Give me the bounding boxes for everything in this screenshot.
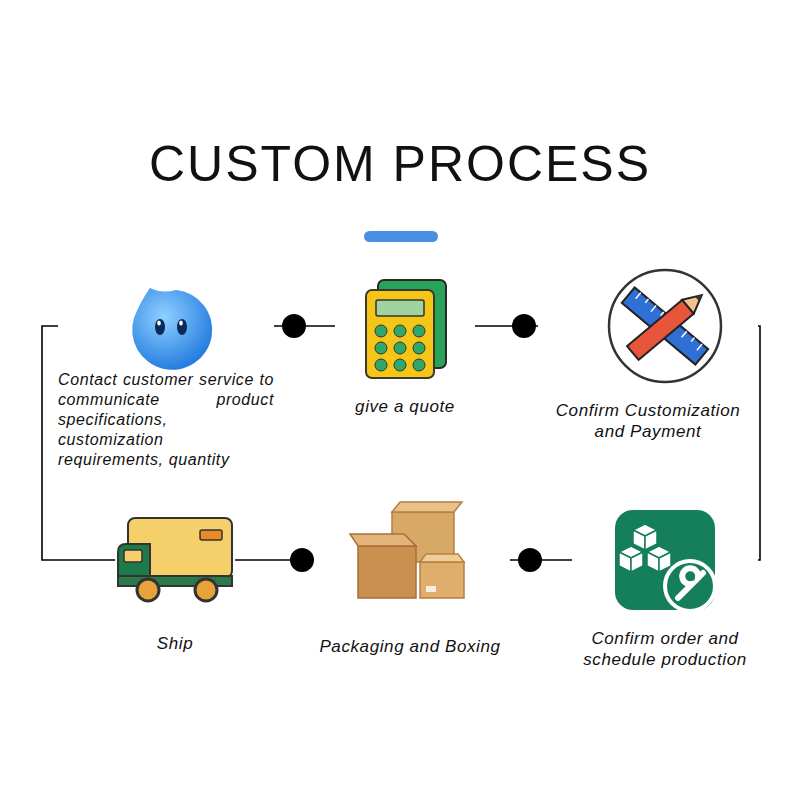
production-icon-part-part: [631, 552, 643, 572]
calculator-keys-part: [375, 342, 387, 354]
design-tools-icon-part: [609, 270, 721, 382]
chat-bubble-icon-part: [157, 321, 161, 326]
design-tools-icon-part-part-part: [645, 299, 648, 303]
truck-icon-part: [124, 550, 142, 562]
diagram-title: CUSTOM PROCESS: [0, 128, 800, 200]
connector-dot: [512, 314, 536, 338]
production-icon-part: [619, 524, 671, 572]
connector-dot: [290, 548, 314, 572]
boxes-icon-part: [420, 554, 464, 562]
title-bar: [364, 231, 438, 242]
process-step: Confirm order and schedule production: [572, 508, 758, 675]
flow-line: [758, 326, 760, 560]
calculator-keys-part: [413, 342, 425, 354]
step-label: Confirm Customization and Payment: [538, 400, 758, 443]
chat-bubble-icon-part: [132, 288, 212, 370]
boxes-icon-part: [350, 534, 416, 546]
design-tools-icon-part-part-part: [691, 338, 694, 342]
calculator-keys-part: [413, 325, 425, 337]
design-tools-icon-part-part-part: [682, 331, 687, 337]
process-step: give a quote: [335, 278, 475, 421]
truck-icon: [118, 518, 232, 601]
connector-dot: [282, 314, 306, 338]
connector-layer-part: [42, 326, 760, 560]
calculator-keys-part: [413, 359, 425, 371]
production-icon-part-part: [633, 530, 645, 550]
production-icon-part-part: [619, 552, 631, 572]
connector-dot: [518, 548, 542, 572]
production-icon-part-part: [645, 530, 657, 550]
process-step: Packaging and Boxing: [310, 510, 510, 661]
design-tools-icon-part-part: [622, 287, 708, 364]
boxes-icon: [350, 502, 464, 598]
boxes-icon-part: [426, 586, 436, 592]
step-label: give a quote: [335, 396, 475, 417]
chat-bubble-icon-part: [177, 319, 187, 335]
production-icon-part: [615, 510, 715, 610]
boxes-icon-part: [392, 502, 462, 512]
truck-icon-part: [200, 530, 222, 540]
connector-dots: [282, 314, 542, 572]
design-tools-icon-part-part-part: [697, 344, 702, 350]
process-step: Ship: [115, 515, 235, 658]
production-icon-part: [678, 568, 703, 598]
calculator-icon-part: [376, 300, 424, 316]
design-tools-icon-part: [627, 288, 708, 360]
truck-icon-part: [137, 579, 159, 601]
step-label: Contact customer service to communicate …: [58, 370, 274, 470]
process-step: Confirm Customization and Payment: [538, 270, 758, 447]
production-icon-part: [665, 561, 715, 611]
design-tools-icon-part: [622, 287, 708, 364]
truck-icon-part: [195, 579, 217, 601]
design-tools-icon: [609, 270, 721, 382]
production-icon-part-part: [647, 552, 659, 572]
calculator-keys-part: [375, 359, 387, 371]
design-tools-icon-part-part: [682, 288, 707, 313]
process-step: Contact customer service to communicate …: [58, 284, 274, 474]
design-tools-icon-part-part: [695, 293, 703, 301]
step-label: Packaging and Boxing: [310, 636, 510, 657]
calculator-icon: [366, 280, 446, 378]
calculator-keys-part: [394, 325, 406, 337]
step-label: Confirm order and schedule production: [572, 628, 758, 671]
calculator-keys: [375, 325, 425, 371]
design-tools-icon-part-part-part: [636, 293, 641, 299]
design-tools-icon-part-part-part: [651, 305, 656, 311]
boxes-icon-part: [358, 546, 416, 598]
calculator-keys-part: [394, 359, 406, 371]
calculator-icon-part: [366, 290, 434, 378]
chat-bubble-icon-part: [155, 319, 165, 335]
step-label: Ship: [115, 633, 235, 654]
calculator-keys-part: [375, 325, 387, 337]
production-icon: [615, 510, 715, 611]
boxes-icon-part: [420, 562, 464, 598]
design-tools-icon-part-part: [627, 300, 694, 360]
chat-bubble-icon: [132, 288, 212, 370]
chat-bubble-icon-part: [179, 321, 183, 326]
calculator-keys-part: [394, 342, 406, 354]
